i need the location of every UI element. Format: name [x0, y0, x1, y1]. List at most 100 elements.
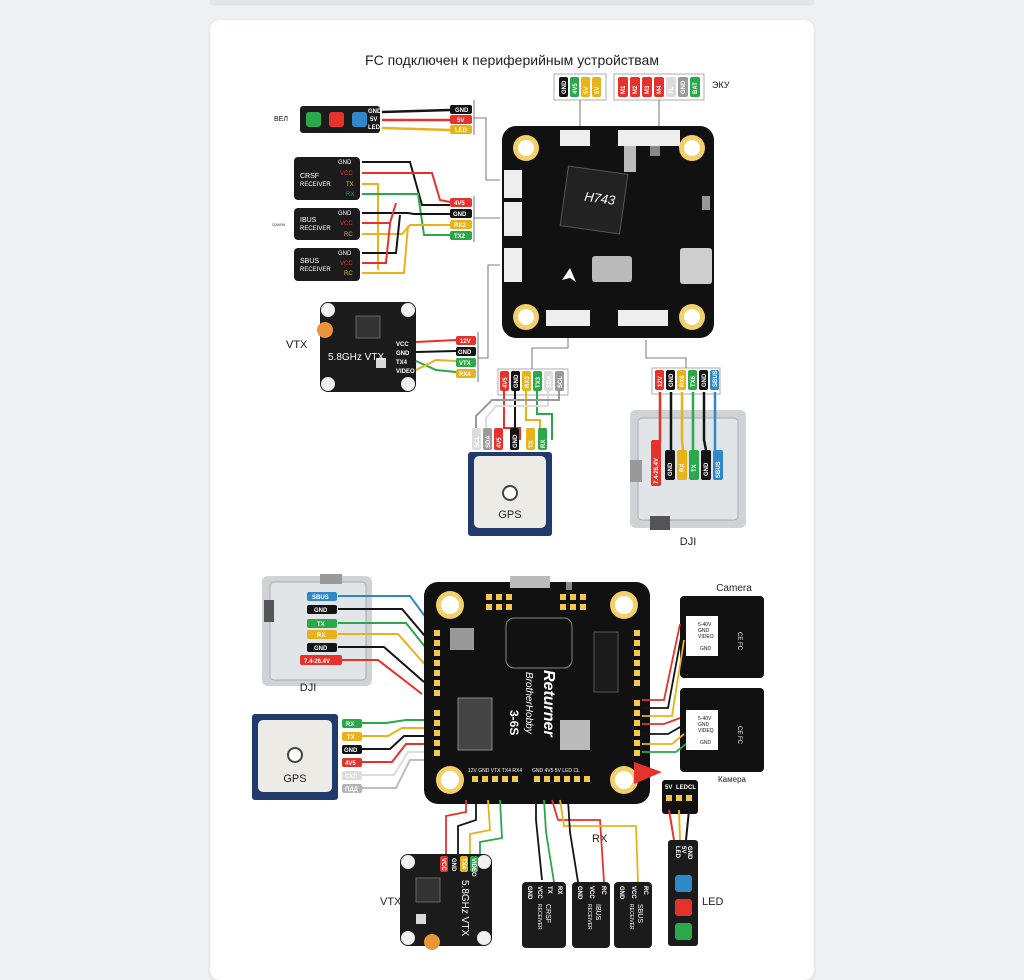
led-strip-pin-5v: 5V	[680, 846, 686, 853]
rx-ibus-bot-pin-gnd: GND	[576, 886, 582, 900]
gps-top-fc-tags: 4V5 GND RX3 TX3 SDA SCL	[497, 368, 569, 396]
rx-ibus-top-pin-vcc: VCC	[340, 221, 353, 227]
rx-ibus-top-pin-rc: RC	[344, 232, 353, 238]
gps-fc-pin-tx3: TX3	[536, 376, 542, 388]
led-strip-pin-gnd: GND	[686, 846, 692, 860]
rx-sbus-top-pin-gnd: GND	[338, 251, 352, 257]
fc-bottom-pins2: GND 4V5 5V LED CL	[532, 768, 580, 774]
rx-sbus-bot-sub: RECEIVER	[628, 904, 634, 930]
diagram-card: .lbl{font-family:"Liberation Sans",sans-…	[210, 20, 814, 980]
rx-crsf-bot-pin-gnd: GND	[526, 886, 532, 900]
vtx-bot-pin-vcc: VCC	[440, 858, 446, 871]
camera1-pin-video: VIDEO	[698, 634, 714, 640]
rx-ibus-bot-sub: RECEIVER	[586, 904, 592, 930]
vtx-top-pin-gnd: GND	[396, 351, 410, 357]
dji-top-pin-tx: TX	[692, 464, 698, 472]
rx-ibus-bot-pin-vcc: VCC	[588, 886, 594, 899]
dji-top-pin-rx: RX	[680, 464, 686, 472]
rx-ibus-bot-name: IBUS	[594, 904, 601, 921]
vtx-bot-pin-gnd: GND	[450, 858, 456, 872]
vtx-top-tag-vtx: VTX	[459, 361, 471, 367]
dji-bot-pin-power: 7.4-26.4V	[304, 659, 330, 665]
rx-sbus-top-pin-rc: RC	[344, 271, 353, 277]
diagram-title: FC подключен к периферийным устройствам	[365, 52, 659, 68]
vtx-top-text: 5.8GHz VTX	[328, 352, 384, 363]
rx-tag-gnd: GND	[453, 212, 467, 218]
rx-sbus-bot-pin-rc: RC	[642, 886, 648, 895]
receiver-crsf-bottom: GND VCC TX RX CRSF RECEIVER	[522, 882, 566, 948]
vtx-top-tag-12v: 12V	[460, 339, 471, 345]
led-bot-pin-5v: 5V	[665, 785, 672, 791]
rx-crsf-bot-pin-vcc: VCC	[536, 886, 542, 899]
top-card-edge	[210, 0, 814, 4]
gps-bottom-tags: RX TX GND 4V5 СКЛ ПДД	[342, 719, 362, 793]
camera1-pin-power: 5-40V	[698, 622, 712, 628]
led-top-wire-tags: GND 5V LED	[450, 105, 472, 134]
receiver-sbus-top: SBUS RECEIVER GND VCC RC	[294, 248, 360, 281]
gps-top-pin-scl: SCL	[475, 436, 481, 448]
led-bot-pin-led: LED	[676, 785, 689, 791]
receiver-sbus-bottom: GND VCC RC SBUS RECEIVER	[614, 882, 652, 948]
camera-2: 5-40V GND VIDEQ GND CE FC Камера	[680, 688, 764, 784]
fc-top-header: GND 4V5 5V 5V	[553, 73, 607, 101]
gps-bot-pin-gnd: GND	[344, 748, 358, 754]
receiver-crsf-top: CRSF RECEIVER GND VCC TX RX	[294, 157, 360, 200]
dji-top-label: DJI	[680, 536, 697, 548]
gps-top-pin-4v5: 4V5	[497, 437, 503, 448]
dji-top: 7.4-26.4V GND RX TX GND SBUS DJI	[630, 392, 746, 548]
esc-pin-tl: TL	[669, 86, 675, 94]
rx-ibus-top-sub: RECEIVER	[300, 226, 331, 232]
rx-sbus-bot-name: SBUS	[636, 904, 643, 923]
dji-fc-pin-gnd: GND	[669, 373, 675, 387]
dji-top-pin-gnd2: GND	[704, 462, 710, 476]
receiver-wire-tags: 4V5 GND RX2 TX2	[450, 198, 472, 240]
esc-pin-gnd: GND	[681, 80, 687, 94]
dji-fc-pin-12v: 12V	[658, 376, 664, 387]
led-bot-pin-cl: CL	[688, 785, 696, 791]
dji-bot-pin-sbus: SBUS	[312, 595, 329, 601]
fc-returner: Returner BrotherHobby 3-6S 12V GND VTX T…	[424, 576, 662, 804]
led-bottom-label: LED	[702, 896, 723, 908]
gps-top-module-tags: SCL SDA 4V5 GND TX RX	[472, 428, 547, 450]
gps-bot-pin-sda: ПДД	[345, 787, 359, 793]
fc-bottom-pins: 12V GND VTX TX4 RX4	[468, 768, 522, 774]
rx-crsf-bot-sub: RECEIVER	[536, 904, 542, 930]
led-top-tag-led: LED	[455, 128, 468, 134]
gps-top: GPS	[468, 452, 552, 536]
camera-1: Camera 5-40V GND VIDEO GND CE FC	[680, 583, 764, 678]
dji-fc-pin-sbus: SBUS	[713, 370, 719, 387]
vtx-top-pin-video: VIDEO	[396, 369, 415, 375]
led-top-label: ВЕЛ	[274, 116, 288, 123]
receiver-ibus-top: IBUS RECEIVER GND VCC RC	[294, 208, 360, 240]
rx-crsf-top-pin-gnd: GND	[338, 160, 352, 166]
gps-top-pin-tx: TX	[529, 440, 535, 448]
rx-crsf-top-name: CRSF	[300, 173, 319, 180]
dji-top-fc-tags: 12V GND RX6 TX6 GND SBUS	[651, 367, 721, 395]
rx-sbus-top-sub: RECEIVER	[300, 267, 331, 273]
vtx-top-pin-tx4: TX4	[396, 360, 408, 366]
camera2-label: Камера	[718, 775, 747, 784]
receiver-ibus-bottom: GND VCC RC IBUS RECEIVER	[572, 882, 610, 948]
gps-bot-pin-4v5: 4V5	[345, 761, 356, 767]
dji-fc-pin-gnd2: GND	[702, 373, 708, 387]
rx-ibus-top-name: IBUS	[300, 217, 317, 224]
led-connector-bottom: 5V LED CL	[662, 780, 698, 814]
vtx-top-pin-vcc: VCC	[396, 342, 409, 348]
gps-bottom-label: GPS	[283, 773, 306, 785]
rx-sbus-bot-pin-gnd: GND	[618, 886, 624, 900]
rx-label: RX	[592, 833, 608, 845]
gps-bot-pin-scl: СКЛ	[345, 774, 357, 780]
rx-crsf-top-pin-rx: RX	[346, 192, 354, 198]
led-top-pin-5v: 5V	[370, 117, 377, 123]
camera2-pin-power: 5-40V	[698, 716, 712, 722]
camera2-pin-gnd2: GND	[700, 740, 712, 746]
gps-fc-pin-sda: SDA	[547, 375, 553, 388]
vtx-bottom-label: VTX	[380, 896, 402, 908]
gps-top-label: GPS	[498, 509, 521, 521]
fc-cells: 3-6S	[507, 710, 521, 735]
led-strip-bottom: LED 5V GND LED	[668, 840, 723, 946]
vtx-top-tag-rx4: RX4	[459, 372, 471, 378]
gps-top-pin-rx: RX	[541, 440, 547, 448]
fc-model: H743	[583, 189, 617, 208]
camera2-pin-video: VIDEQ	[698, 728, 714, 734]
